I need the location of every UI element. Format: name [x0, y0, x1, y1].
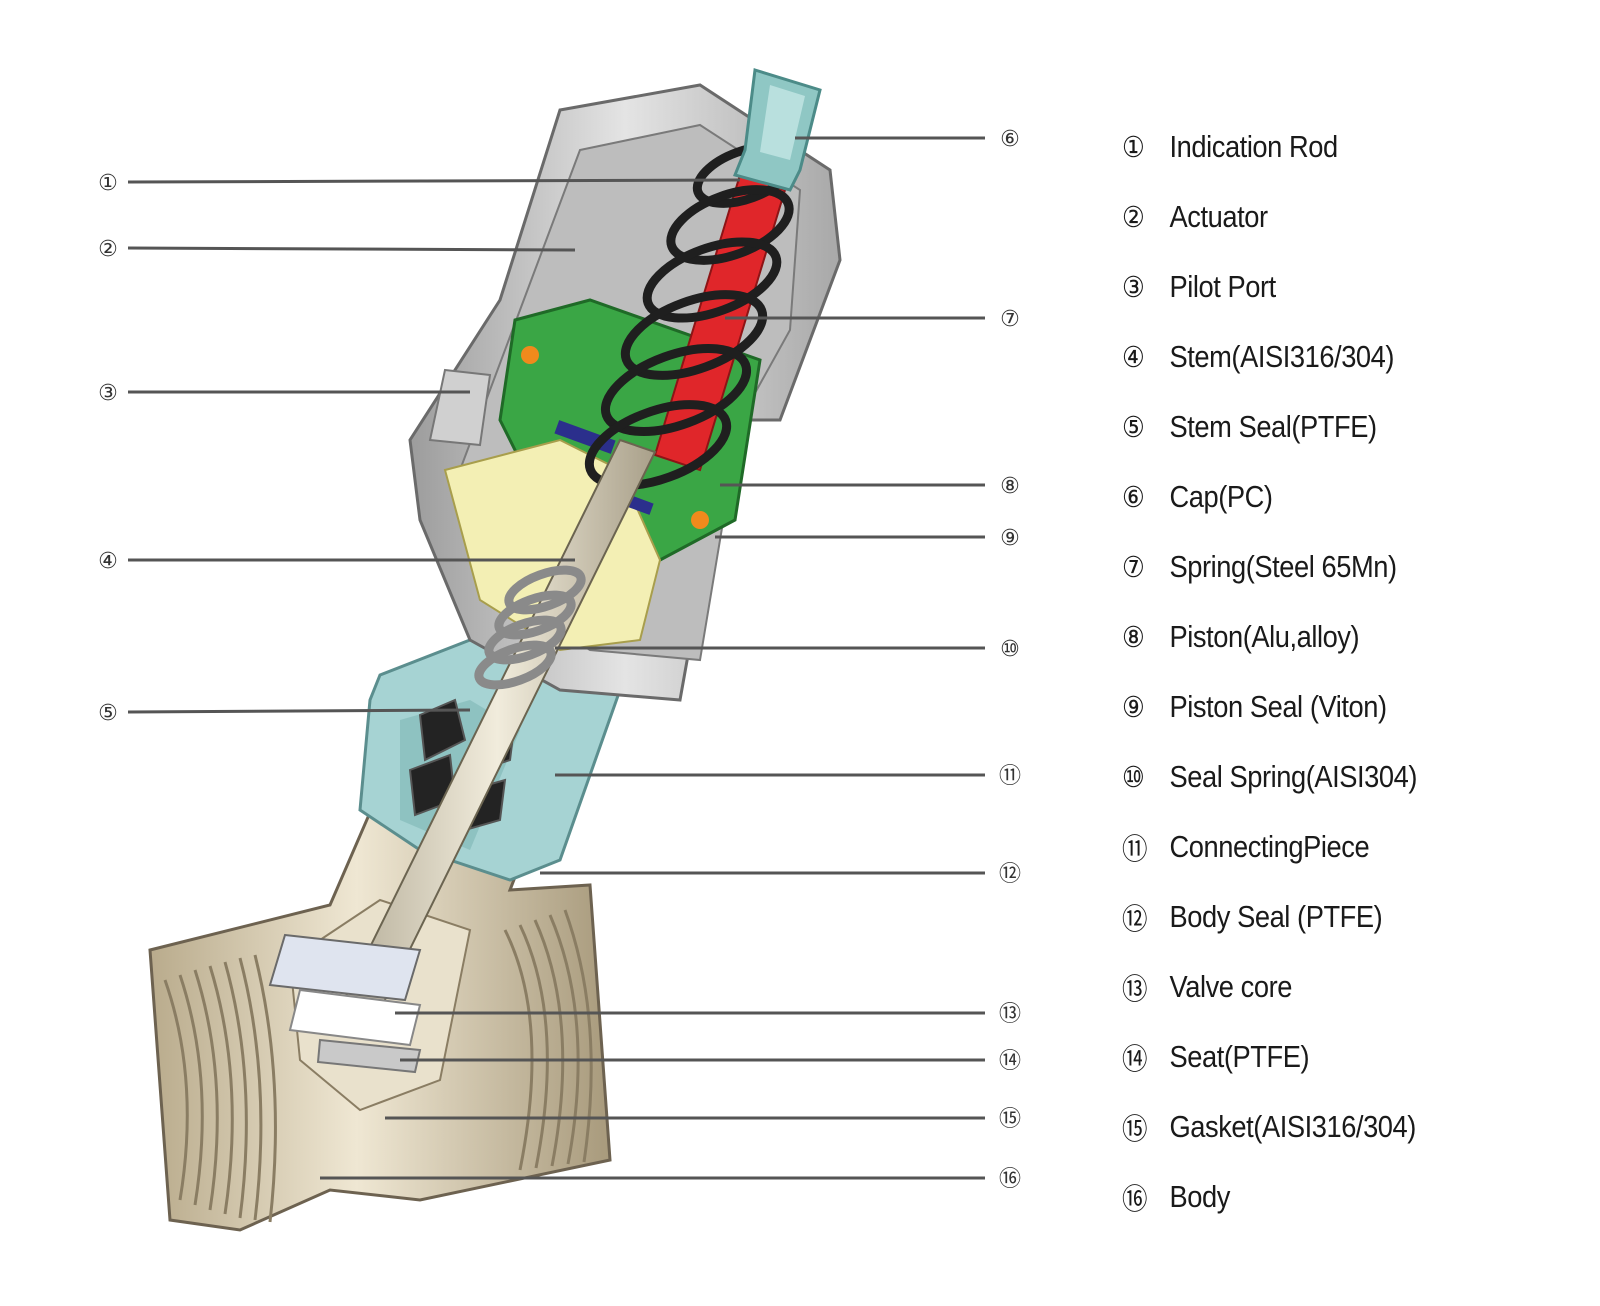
legend-label: Piston(Alu,alloy) [1169, 619, 1360, 654]
callout-number: ① [98, 171, 118, 196]
legend-item: ⑥ Cap(PC) [1122, 462, 1509, 532]
legend-item: ② Actuator [1122, 182, 1509, 252]
legend-item: ⑦ Spring(Steel 65Mn) [1122, 532, 1509, 602]
legend-number: ④ [1122, 341, 1145, 374]
legend-label: Valve core [1169, 969, 1293, 1004]
legend-number: ⑧ [1122, 621, 1145, 654]
legend-item: ⑫ Body Seal (PTFE) [1122, 882, 1509, 952]
legend-number: ⑪ [1122, 834, 1148, 866]
callout-number: ⑫ [999, 862, 1021, 887]
legend-label: Body Seal (PTFE) [1169, 899, 1383, 934]
legend-label: Piston Seal (Viton) [1169, 689, 1388, 724]
seal-spring [474, 565, 586, 690]
left-port-threads [163, 954, 277, 1223]
legend-number: ⑨ [1122, 691, 1145, 724]
legend-item: ⑪ ConnectingPiece [1122, 812, 1509, 882]
parts-legend: ① Indication Rod ② Actuator ③ Pilot Port ④ Stem… [1122, 112, 1562, 1232]
callout-number: ⑮ [999, 1107, 1021, 1132]
legend-label: Pilot Port [1169, 269, 1277, 304]
callout-number: ⑦ [1000, 307, 1020, 332]
legend-item: ① Indication Rod [1122, 112, 1509, 182]
callout-number: ② [98, 237, 118, 262]
legend-item: ③ Pilot Port [1122, 252, 1509, 322]
callout-number: ⑧ [1000, 474, 1020, 499]
callout-number: ③ [98, 381, 118, 406]
valve-core-group [268, 933, 422, 1074]
legend-number: ⑬ [1122, 974, 1148, 1006]
valve-diagram: ① ② ③ ④ ⑤ ⑥ ⑦ ⑧ ⑨ ⑩ ⑪ ⑫ ⑬ ⑭ ⑮ ⑯ [98, 68, 1021, 1232]
callout-number: ⑪ [999, 764, 1021, 789]
legend-label: Actuator [1169, 199, 1269, 234]
legend-label: Body [1169, 1179, 1231, 1214]
cap [732, 68, 822, 192]
legend-label: ConnectingPiece [1169, 829, 1370, 864]
legend-number: ⑥ [1122, 481, 1145, 514]
legend-item: ⑩ Seal Spring(AISI304) [1122, 742, 1509, 812]
callout-layer: ① ② ③ ④ ⑤ ⑥ ⑦ ⑧ ⑨ ⑩ ⑪ ⑫ ⑬ ⑭ ⑮ ⑯ [98, 127, 1021, 1192]
callout-number: ⑥ [1000, 127, 1020, 152]
legend-item: ⑬ Valve core [1122, 952, 1509, 1022]
callout-number: ④ [98, 549, 118, 574]
legend-number: ② [1122, 201, 1145, 234]
callout-number: ⑯ [999, 1167, 1021, 1192]
legend-label: Seal Spring(AISI304) [1169, 759, 1418, 794]
callout-number: ⑩ [1000, 637, 1020, 662]
legend-item: ④ Stem(AISI316/304) [1122, 322, 1509, 392]
legend-number: ⑦ [1122, 551, 1145, 584]
callout-number: ⑤ [98, 701, 118, 726]
right-port-threads [503, 909, 593, 1171]
legend-label: Stem(AISI316/304) [1169, 339, 1395, 374]
legend-item: ⑨ Piston Seal (Viton) [1122, 672, 1509, 742]
legend-label: Spring(Steel 65Mn) [1169, 549, 1398, 584]
legend-number: ⑭ [1122, 1044, 1148, 1076]
legend-item: ⑭ Seat(PTFE) [1122, 1022, 1509, 1092]
legend-item: ⑯ Body [1122, 1162, 1509, 1232]
legend-number: ① [1122, 131, 1145, 164]
callout-line [127, 178, 741, 184]
legend-item: ⑧ Piston(Alu,alloy) [1122, 602, 1509, 672]
legend-label: Indication Rod [1169, 129, 1339, 164]
legend-label: Seat(PTFE) [1169, 1039, 1310, 1074]
legend-number: ③ [1122, 271, 1145, 304]
callout-line [127, 246, 576, 252]
legend-label: Stem Seal(PTFE) [1169, 409, 1378, 444]
legend-item: ⑤ Stem Seal(PTFE) [1122, 392, 1509, 462]
callout-line [127, 708, 471, 714]
legend-number: ⑩ [1122, 761, 1145, 794]
legend-label: Cap(PC) [1169, 479, 1273, 514]
callout-number: ⑬ [999, 1002, 1021, 1027]
callout-number: ⑨ [1000, 526, 1020, 551]
legend-number: ⑫ [1122, 904, 1148, 936]
callout-number: ⑭ [999, 1049, 1021, 1074]
legend-number: ⑤ [1122, 411, 1145, 444]
legend-label: Gasket(AISI316/304) [1169, 1109, 1417, 1144]
legend-number: ⑮ [1122, 1114, 1148, 1146]
legend-item: ⑮ Gasket(AISI316/304) [1122, 1092, 1509, 1162]
legend-number: ⑯ [1122, 1184, 1148, 1216]
